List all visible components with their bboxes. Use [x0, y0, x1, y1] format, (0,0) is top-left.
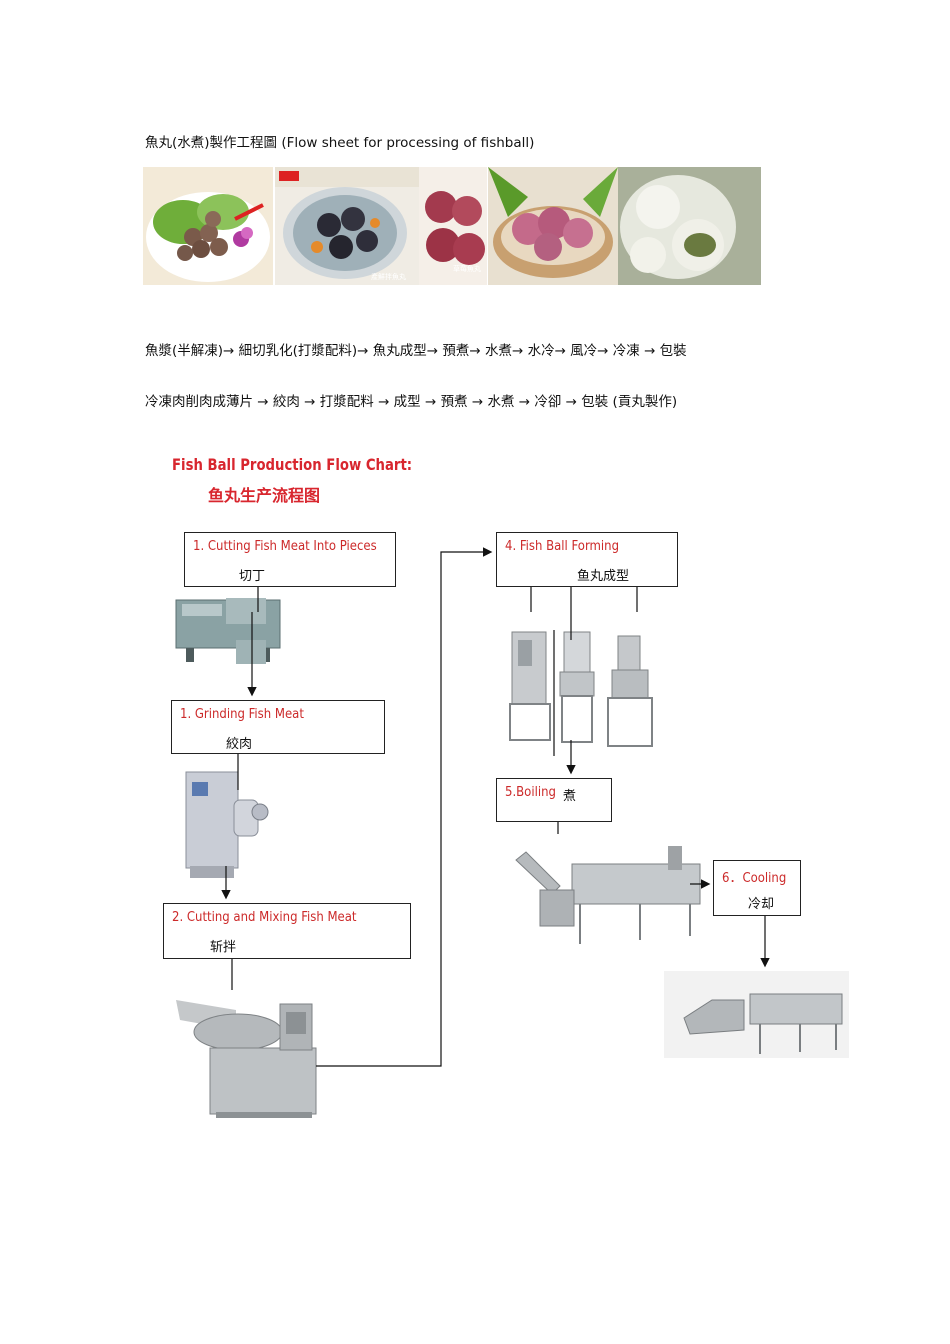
grinder-machine-image	[185, 771, 269, 878]
step-label-zh: 鱼丸成型	[577, 569, 630, 584]
step-label-en: 1. Cutting Fish Meat Into Pieces	[193, 539, 377, 554]
forming-machines-image	[509, 631, 653, 747]
photo-label-2: 草莓魚丸	[453, 264, 481, 273]
process-line-meatball: 冷凍肉削肉成薄片 → 絞肉 → 打漿配料 → 成型 → 預煮 → 水煮 → 冷卻…	[145, 394, 678, 410]
fishball-photo-strip: 產鮮拌魚丸 草莓魚丸	[143, 167, 761, 285]
step-label-zh: 切丁	[239, 569, 266, 584]
step-box-cutting: 1. Cutting Fish Meat Into Pieces 切丁	[184, 532, 396, 587]
photo-label-1: 產鮮拌魚丸	[371, 272, 406, 281]
fishball-soup-photo	[488, 167, 618, 285]
fishball-bowl-photo: 產鮮拌魚丸	[275, 167, 419, 285]
step-label-en: 5.Boiling	[505, 785, 556, 800]
cooling-machine-image	[664, 971, 849, 1058]
step-label-en: 6．Cooling	[722, 871, 787, 886]
flow-connectors	[221, 547, 770, 1067]
step-box-boiling: 5.Boiling 煮	[496, 778, 612, 822]
page-heading: 魚丸(水煮)製作工程圖 (Flow sheet for processing o…	[145, 135, 535, 151]
boiling-machine-image	[515, 846, 701, 944]
step-box-mixing: 2. Cutting and Mixing Fish Meat 斩拌	[163, 903, 411, 959]
bowl-cutter-machine-image	[176, 1000, 317, 1118]
step-label-en: 2. Cutting and Mixing Fish Meat	[172, 910, 357, 925]
step-label-en: 1. Grinding Fish Meat	[180, 707, 304, 722]
step-label-zh: 斩拌	[210, 940, 237, 955]
step-box-forming: 4. Fish Ball Forming 鱼丸成型	[496, 532, 678, 587]
strawberry-fishball-photo: 草莓魚丸	[419, 167, 487, 285]
fishball-plate-photo	[143, 167, 273, 285]
step-label-zh: 冷却	[748, 897, 775, 912]
step-box-grinding: 1. Grinding Fish Meat 絞肉	[171, 700, 385, 754]
process-line-fishball: 魚漿(半解凍)→ 細切乳化(打漿配料)→ 魚丸成型→ 預煮→ 水煮→ 水冷→ 風…	[145, 343, 687, 359]
chart-title-zh: 鱼丸生产流程图	[208, 486, 321, 505]
step-label-zh: 煮	[563, 789, 577, 804]
step-label-zh: 絞肉	[226, 737, 253, 752]
step-box-cooling: 6．Cooling 冷却	[713, 860, 801, 916]
dicing-machine-image	[175, 598, 281, 664]
step-label-en: 4. Fish Ball Forming	[505, 539, 620, 554]
chart-title-en: Fish Ball Production Flow Chart:	[172, 455, 413, 474]
stuffed-fishball-photo	[618, 167, 761, 285]
